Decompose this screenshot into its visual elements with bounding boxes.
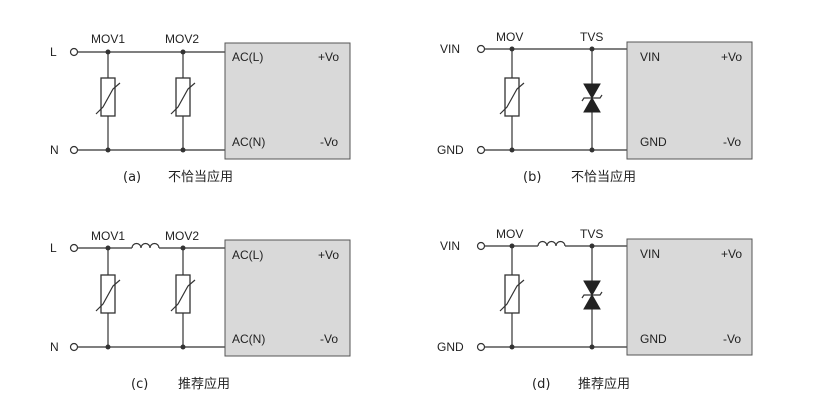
caption-letter: (b) bbox=[523, 170, 541, 185]
power-module-box bbox=[626, 238, 753, 356]
box-input-top-label: AC(L) bbox=[232, 50, 263, 64]
box-output-top-label: +Vo bbox=[318, 248, 339, 262]
terminal-gnd bbox=[476, 145, 486, 155]
terminal-n bbox=[69, 145, 79, 155]
input-bottom-label: N bbox=[50, 143, 59, 157]
box-input-bottom-label: AC(N) bbox=[232, 135, 265, 149]
input-top-label: VIN bbox=[440, 42, 460, 56]
box-input-top-label: VIN bbox=[640, 247, 660, 261]
box-input-bottom-label: AC(N) bbox=[232, 332, 265, 346]
junction-dot bbox=[105, 245, 111, 251]
component2-label: MOV2 bbox=[165, 229, 199, 243]
box-output-bottom-label: -Vo bbox=[723, 135, 741, 149]
caption-letter: (a) bbox=[123, 170, 141, 185]
terminal-l bbox=[69, 47, 79, 57]
power-module-box bbox=[626, 41, 753, 160]
mov2-symbol bbox=[170, 274, 196, 314]
component1-label: MOV1 bbox=[91, 229, 125, 243]
caption-letter: (d) bbox=[532, 377, 550, 392]
junction-dot bbox=[105, 147, 111, 153]
junction-dot bbox=[180, 49, 186, 55]
mov-symbol bbox=[499, 77, 525, 117]
box-input-top-label: AC(L) bbox=[232, 248, 263, 262]
caption-text: 推荐应用 bbox=[178, 376, 230, 392]
junction-dot bbox=[509, 344, 515, 350]
box-output-bottom-label: -Vo bbox=[320, 135, 338, 149]
component2-label: TVS bbox=[580, 30, 603, 44]
inductor-symbol bbox=[537, 240, 566, 247]
terminal-vin bbox=[476, 241, 486, 251]
box-input-top-label: VIN bbox=[640, 50, 660, 64]
junction-dot bbox=[589, 46, 595, 52]
input-bottom-label: GND bbox=[437, 340, 464, 354]
junction-dot bbox=[509, 46, 515, 52]
mov1-symbol bbox=[95, 274, 121, 314]
caption-text: 不恰当应用 bbox=[168, 169, 233, 185]
box-input-bottom-label: GND bbox=[640, 135, 667, 149]
box-output-top-label: +Vo bbox=[721, 247, 742, 261]
junction-dot bbox=[105, 49, 111, 55]
diagram-b: VIN GND MOV TVS VIN GND +Vo -Vo (b) 不恰当应… bbox=[437, 30, 753, 185]
box-output-bottom-label: -Vo bbox=[723, 332, 741, 346]
component2-label: MOV2 bbox=[165, 32, 199, 46]
box-output-top-label: +Vo bbox=[721, 50, 742, 64]
input-top-label: VIN bbox=[440, 239, 460, 253]
diagram-a: L N MOV1 MOV2 AC(L) AC(N) +Vo -Vo (a) 不恰… bbox=[50, 32, 351, 185]
component1-label: MOV bbox=[496, 30, 523, 44]
caption-text: 不恰当应用 bbox=[571, 169, 636, 185]
terminal-n bbox=[69, 342, 79, 352]
component1-label: MOV bbox=[496, 227, 523, 241]
mov1-symbol bbox=[95, 77, 121, 117]
power-module-box bbox=[224, 42, 351, 160]
junction-dot bbox=[509, 147, 515, 153]
tvs-symbol bbox=[581, 83, 603, 113]
box-output-top-label: +Vo bbox=[318, 50, 339, 64]
inductor-symbol bbox=[131, 242, 160, 249]
input-top-label: L bbox=[50, 241, 57, 255]
terminal-l bbox=[69, 243, 79, 253]
box-output-bottom-label: -Vo bbox=[320, 332, 338, 346]
mov2-symbol bbox=[170, 77, 196, 117]
input-bottom-label: GND bbox=[437, 143, 464, 157]
terminal-gnd bbox=[476, 342, 486, 352]
component2-label: TVS bbox=[580, 227, 603, 241]
diagram-c: L N MOV1 MOV2 AC(L) AC(N) +Vo -Vo (c) 推荐… bbox=[50, 229, 351, 392]
box-input-bottom-label: GND bbox=[640, 332, 667, 346]
junction-dot bbox=[105, 344, 111, 350]
input-bottom-label: N bbox=[50, 340, 59, 354]
component1-label: MOV1 bbox=[91, 32, 125, 46]
caption-letter: (c) bbox=[131, 377, 148, 392]
junction-dot bbox=[589, 243, 595, 249]
junction-dot bbox=[509, 243, 515, 249]
junction-dot bbox=[180, 147, 186, 153]
junction-dot bbox=[180, 344, 186, 350]
junction-dot bbox=[589, 147, 595, 153]
junction-dot bbox=[589, 344, 595, 350]
input-top-label: L bbox=[50, 45, 57, 59]
caption-text: 推荐应用 bbox=[578, 376, 630, 392]
junction-dot bbox=[180, 245, 186, 251]
power-module-box bbox=[224, 239, 351, 357]
diagram-d: VIN GND MOV TVS VIN GND +Vo -Vo (d) 推荐应用 bbox=[437, 227, 753, 392]
mov-symbol bbox=[499, 274, 525, 314]
tvs-symbol bbox=[581, 280, 603, 310]
terminal-vin bbox=[476, 44, 486, 54]
